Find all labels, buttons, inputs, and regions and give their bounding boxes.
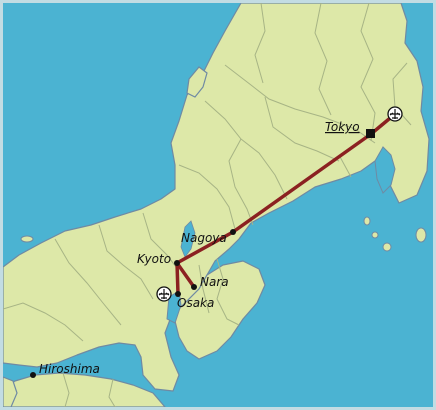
route-kyoto-nara (175, 261, 196, 289)
small-island (382, 242, 392, 252)
city-label-tokyo: Tokyo (325, 120, 360, 134)
kyoto-marker (174, 260, 180, 266)
city-label-nara: Nara (200, 275, 229, 289)
shikoku-island (3, 372, 166, 407)
small-island (415, 227, 427, 243)
kii-peninsula (174, 260, 266, 360)
city-label-hiroshima: Hiroshima (39, 362, 100, 376)
japan-route-map: Tokyo Nagoya Kyoto Nara Osaka Hiroshima (3, 3, 433, 407)
city-label-kyoto: Kyoto (137, 252, 171, 266)
route-tokyo-kyoto (175, 112, 397, 265)
lake-biwa (180, 220, 196, 258)
tokyo-marker (366, 129, 375, 138)
nagoya-marker (230, 229, 236, 235)
small-island (20, 235, 34, 243)
airplane-icon (387, 106, 403, 122)
nara-marker (191, 284, 197, 290)
osaka-marker (175, 291, 181, 297)
sado-island (186, 66, 208, 98)
route-kyoto-osaka (175, 261, 180, 296)
airplane-icon (156, 286, 172, 302)
route-line (175, 112, 397, 296)
prefecture-borders (3, 3, 412, 407)
hiroshima-marker (30, 372, 36, 378)
city-label-nagoya: Nagoya (181, 231, 227, 245)
city-label-osaka: Osaka (177, 296, 214, 310)
kyushu-island (3, 376, 18, 407)
small-island (371, 231, 379, 239)
small-island (363, 216, 371, 226)
honshu-landmass (3, 3, 430, 392)
tokyo-bay (374, 146, 396, 194)
